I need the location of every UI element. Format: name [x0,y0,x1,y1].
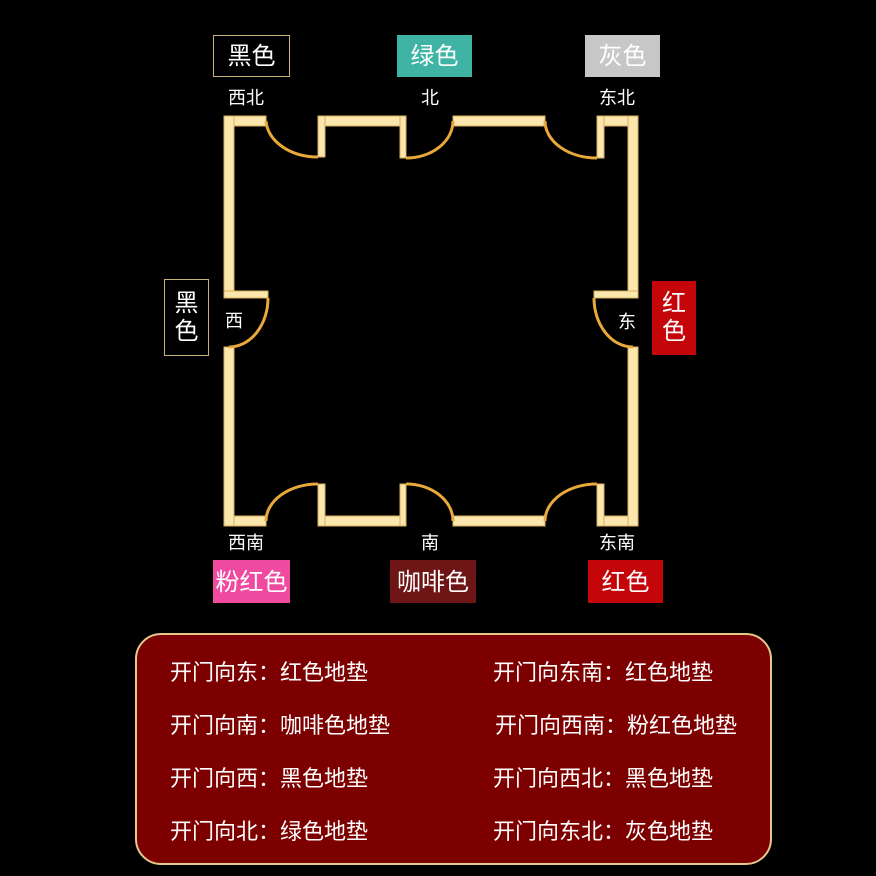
door-arc-north [405,120,455,160]
direction-southeast: 东南 [599,533,635,554]
walls [223,115,639,527]
direction-northeast: 东北 [599,88,635,109]
legend-rule-northeast: 开门向东北：灰色地垫 [493,820,714,845]
color-tag-east-text: 红色 [661,289,686,345]
wall-bottom-mid2 [452,515,546,527]
door-arc-southeast [543,482,598,522]
wall-top-jamb-2 [399,115,407,159]
color-tag-north: 绿色 [397,35,472,77]
door-arc-northwest [264,120,319,159]
legend-rule-northwest: 开门向西北：黑色地垫 [493,767,714,792]
wall-bottom-jamb-3 [596,483,605,527]
door-arc-south [405,482,455,522]
wall-left-top [223,115,235,299]
door-arc-northeast [543,120,598,160]
legend-rule-southeast: 开门向东南：红色地垫 [493,661,714,686]
wall-top-mid [317,115,407,127]
legend-rule-southwest: 开门向西南：粉红色地垫 [495,714,738,739]
wall-top-jamb-1 [317,115,326,158]
wall-top-mid2 [452,115,546,127]
legend-rule-north: 开门向北：绿色地垫 [170,820,369,845]
direction-north: 北 [421,88,439,109]
wall-bottom-jamb-1 [317,483,326,527]
color-tag-east: 红色 [652,281,696,355]
wall-top-jamb-3 [596,115,605,159]
door-arc-west [228,297,270,349]
wall-left-jamb [223,290,269,299]
direction-west: 西 [225,311,243,332]
wall-right-bottom [627,346,639,527]
direction-southwest: 西南 [228,533,264,554]
door-arcs [228,120,634,522]
direction-east: 东 [618,312,636,333]
wall-right-top [627,115,639,299]
door-arc-east [592,297,634,349]
wall-left-bottom [223,346,235,527]
color-tag-northwest: 黑色 [213,35,290,77]
legend-panel: 开门向东：红色地垫 开门向东南：红色地垫 开门向南：咖啡色地垫 开门向西南：粉红… [135,633,772,865]
color-tag-southeast: 红色 [588,560,663,603]
color-tag-southwest: 粉红色 [213,560,290,603]
legend-rule-south: 开门向南：咖啡色地垫 [170,714,391,739]
legend-rule-east: 开门向东：红色地垫 [170,661,369,686]
direction-northwest: 西北 [228,88,264,109]
wall-bottom-jamb-2 [399,483,407,527]
legend-rule-west: 开门向西：黑色地垫 [170,767,369,792]
door-arc-southwest [264,482,319,522]
color-tag-south: 咖啡色 [390,560,476,603]
color-tag-west: 黑色 [164,279,209,356]
direction-south: 南 [421,533,439,554]
color-tag-west-text: 黑色 [174,288,199,345]
wall-bottom-mid [317,515,407,527]
color-tag-northeast: 灰色 [585,35,660,77]
wall-right-jamb [593,290,639,299]
